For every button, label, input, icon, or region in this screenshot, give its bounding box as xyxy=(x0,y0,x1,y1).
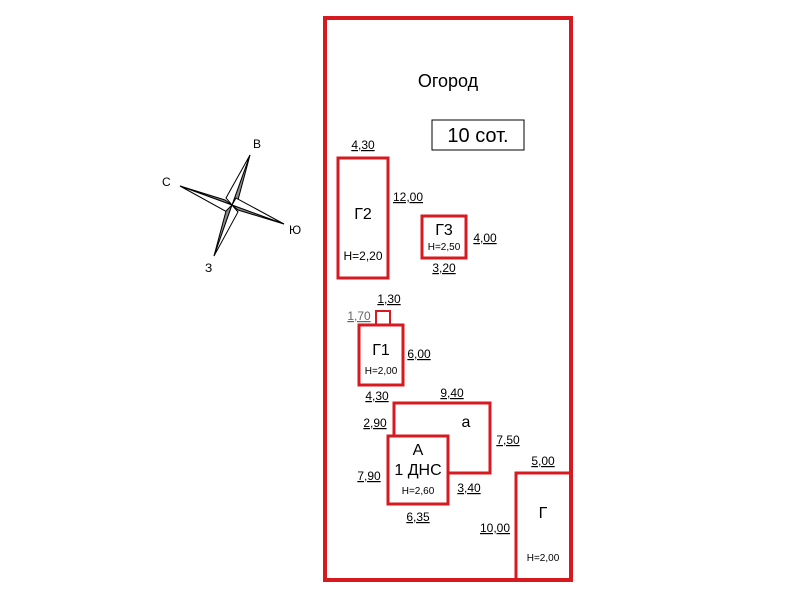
building-g1-extension xyxy=(375,310,391,326)
building-a-main xyxy=(386,434,450,506)
a-main-floors: 1 ДНС xyxy=(394,462,441,479)
compass-east: В xyxy=(253,137,261,151)
g1-name: Г1 xyxy=(372,342,390,359)
g2-width: 4,30 xyxy=(351,138,375,152)
a-ext-bottom: 3,40 xyxy=(457,481,481,495)
g-height: Н=2,00 xyxy=(527,553,560,564)
building-g xyxy=(514,471,573,582)
g-length: 10,00 xyxy=(480,521,510,535)
g-name: Г xyxy=(539,505,548,522)
a-main-length: 7,90 xyxy=(357,469,381,483)
g1-width: 4,30 xyxy=(365,389,389,403)
plot-boundary xyxy=(323,16,573,582)
g1-height: Н=2,00 xyxy=(365,366,398,377)
g3-height: Н=2,50 xyxy=(428,242,461,253)
plot-label: Огород xyxy=(418,71,479,91)
g1-ext-width: 1,30 xyxy=(377,292,401,306)
a-ext-left: 2,90 xyxy=(363,416,387,430)
compass-north: С xyxy=(162,175,171,189)
g2-height: Н=2,20 xyxy=(343,249,382,263)
g2-length: 12,00 xyxy=(393,190,423,204)
a-main-width: 6,35 xyxy=(406,510,430,524)
compass-rose-icon xyxy=(179,154,285,257)
area-label: 10 сот. xyxy=(447,125,508,147)
a-ext-length: 7,50 xyxy=(496,433,520,447)
compass-south: Ю xyxy=(289,223,301,237)
a-ext-name: а xyxy=(462,414,471,431)
g3-name: Г3 xyxy=(435,222,453,239)
building-g3 xyxy=(420,214,468,260)
a-main-height: Н=2,60 xyxy=(402,486,435,497)
building-g2 xyxy=(336,156,390,280)
g2-name: Г2 xyxy=(354,206,372,223)
a-main-name: А xyxy=(413,442,424,459)
building-g1 xyxy=(357,323,405,387)
area-box xyxy=(431,119,525,151)
g-width: 5,00 xyxy=(531,454,555,468)
g3-length: 4,00 xyxy=(473,231,497,245)
a-ext-width: 9,40 xyxy=(440,386,464,400)
g3-width: 3,20 xyxy=(432,261,456,275)
g1-length: 6,00 xyxy=(407,347,431,361)
g1-ext-length: 1,70 xyxy=(347,309,371,323)
compass-west: З xyxy=(205,261,212,275)
